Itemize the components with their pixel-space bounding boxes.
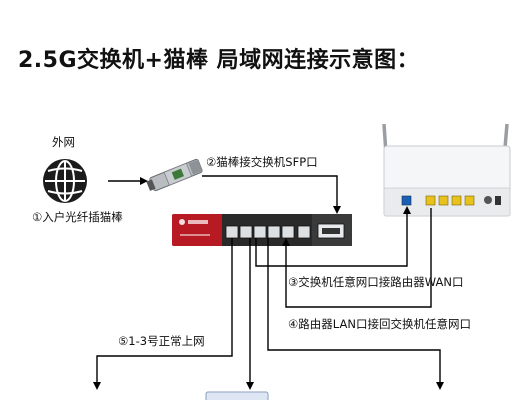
line-router-lan-to-switch	[282, 208, 432, 308]
client-device-partial	[205, 391, 269, 400]
globe-icon	[43, 159, 87, 203]
label-internet: 外网	[52, 135, 75, 149]
label-step4: ④路由器LAN口接回交换机任意网口	[288, 317, 471, 331]
sfp-stick-icon	[146, 158, 203, 192]
label-step5: ⑤1-3号正常上网	[118, 334, 205, 348]
line-output-1	[93, 238, 233, 390]
wifi-router	[382, 123, 511, 217]
line-sfp-to-switch	[202, 175, 341, 214]
page-title: 2.5G交换机+猫棒 局域网连接示意图：	[18, 48, 420, 73]
label-step1: ①入户光纤插猫棒	[32, 210, 123, 224]
network-switch	[172, 214, 352, 246]
line-switch-to-router-wan	[255, 206, 411, 267]
label-step3: ③交换机任意网口接路由器WAN口	[288, 275, 464, 289]
label-step2: ②猫棒接交换机SFP口	[206, 155, 318, 169]
line-output-3	[267, 238, 444, 390]
